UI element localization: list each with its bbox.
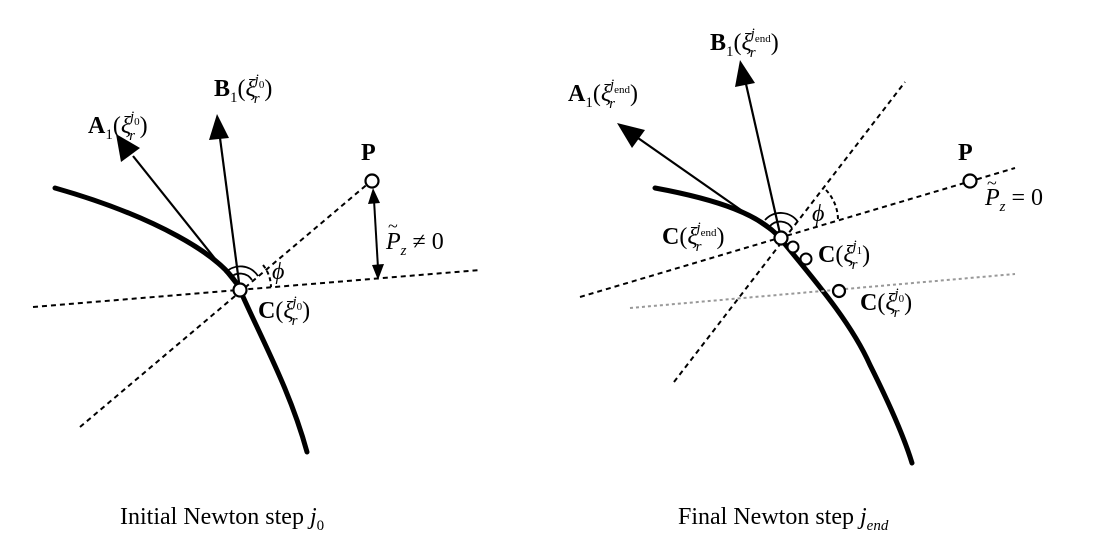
left-dashed-to-p	[79, 181, 371, 428]
left-label-vector-a: A1(ξrj0)	[88, 109, 148, 144]
left-panel: A1(ξrj0) B1(ξrj0) P ϕ Pz ≠ 0 ~ C(ξrj0) I…	[32, 72, 481, 534]
right-label-point-p: P	[958, 140, 973, 166]
right-label-point-c-0: C(ξrj0)	[860, 286, 912, 321]
right-vector-a-shaft	[637, 137, 782, 239]
left-label-distance-tilde: ~	[388, 216, 398, 236]
right-label-distance-tilde: ~	[987, 173, 997, 193]
left-vector-a-head	[116, 134, 140, 162]
right-point-c-mid	[786, 240, 800, 254]
right-dashed-to-p	[579, 167, 1016, 298]
left-label-angle: ϕ	[272, 259, 284, 285]
left-label-vector-b: B1(ξrj0)	[214, 72, 272, 107]
right-point-p	[962, 173, 978, 189]
right-label-point-c-1: C(ξrj1)	[818, 238, 870, 273]
right-label-distance: Pz = 0	[984, 185, 1043, 215]
left-distance-head-bottom	[372, 264, 384, 280]
left-point-p	[364, 173, 380, 189]
left-point-c	[232, 282, 248, 298]
left-label-point-p: P	[361, 140, 376, 166]
right-vector-b-head	[735, 60, 755, 87]
right-angle-arc-inner	[769, 220, 793, 229]
right-point-c-end	[773, 230, 789, 246]
right-label-vector-a: A1(ξrjend)	[568, 77, 638, 112]
right-dashed-steep-line	[673, 81, 906, 383]
right-dotted-previous-line	[629, 273, 1016, 309]
right-curve	[652, 185, 915, 466]
left-distance-shaft	[373, 199, 379, 269]
left-vector-b-head	[209, 114, 229, 140]
right-label-vector-b: B1(ξrjend)	[710, 26, 779, 61]
right-panel: A1(ξrjend) B1(ξrjend) P ϕ Pz = 0 ~ C(ξrj…	[568, 26, 1043, 534]
left-label-distance: Pz ≠ 0	[385, 229, 444, 259]
left-label-point-c: C(ξrj0)	[258, 294, 310, 329]
left-vector-b-shaft	[218, 137, 242, 291]
left-caption: Initial Newton step j0	[120, 504, 324, 534]
right-phi-arc	[825, 189, 839, 220]
right-label-angle: ϕ	[812, 201, 824, 227]
left-distance-head-top	[368, 188, 380, 204]
right-vector-b-shaft	[744, 83, 783, 239]
left-phi-arc	[262, 264, 272, 288]
left-angle-arc-outer	[224, 265, 259, 277]
right-angle-arc-outer	[764, 212, 799, 223]
left-dashed-tangent	[32, 269, 481, 308]
right-caption: Final Newton step jend	[678, 504, 889, 534]
left-vector-a-shaft	[132, 155, 241, 291]
right-vector-a-head	[617, 123, 645, 148]
right-point-c-1	[799, 252, 813, 266]
right-label-point-c-end: C(ξrjend)	[662, 220, 725, 255]
right-point-c-0	[831, 283, 847, 299]
left-angle-arc-inner	[229, 272, 253, 281]
